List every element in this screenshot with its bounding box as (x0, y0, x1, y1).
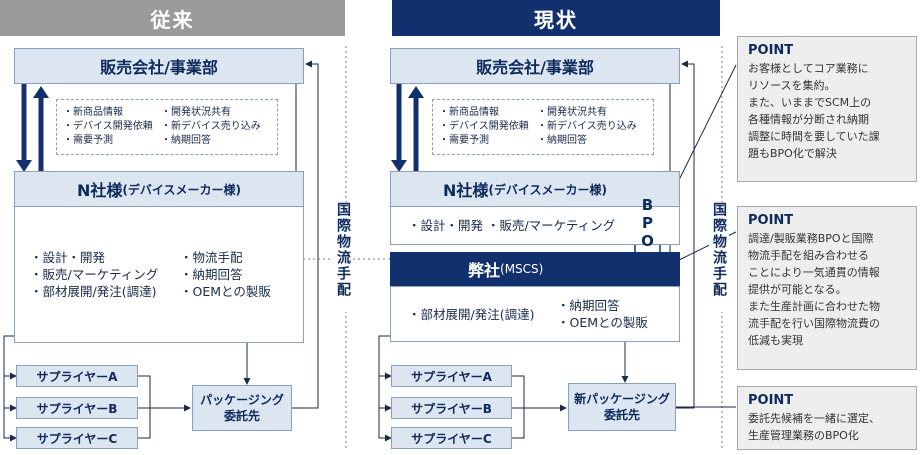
old-n-col2: ・物流手配 ・納期回答 ・OEMとの製販 (180, 250, 271, 299)
point-title-2: POINT (748, 213, 794, 228)
new-supplier-a: サプライヤーA (391, 365, 512, 387)
point-box-2: POINT 調達/製販業務BPOと国際 物流手配を組み合わせる ことにより一気通… (737, 206, 917, 370)
old-n-col1: ・設計・開発 ・販売/マーケティング ・部材展開/発注(調達) (30, 250, 159, 299)
point-box-3: POINT 委託先候補を一緒に選定、 生産管理業務のBPO化 (737, 386, 917, 450)
our-col1: ・部材展開/発注(調達) (408, 307, 535, 322)
old-n-company-title: N社様(デバイスメーカー様) (14, 171, 304, 207)
our-company-title: 弊社(MSCS) (390, 252, 680, 286)
new-info-col2: ・開発状況共有 ・新デバイス売り込み ・納期回答 (537, 107, 637, 146)
point-box-1: POINT お客様としてコア業務に リソースを集約。 また、いままでSCM上の … (737, 36, 917, 182)
our-company-box (390, 286, 680, 342)
new-n-company-title: N社様(デバイスメーカー様) (390, 171, 680, 207)
old-supplier-c: サプライヤーC (16, 427, 138, 449)
old-logistics-label: 国際物流手配 (333, 202, 353, 312)
point-body-3: 委託先候補を一緒に選定、 生産管理業務のBPO化 (748, 412, 880, 442)
our-col2: ・納期回答 ・OEMとの製販 (557, 298, 648, 330)
old-sales-company: 販売会社/事業部 (14, 48, 304, 84)
new-info-col1: ・新商品情報 ・デバイス開発依頼 ・需要予測 (439, 107, 529, 146)
old-supplier-a: サプライヤーA (16, 365, 138, 387)
point-body-2: 調達/製販業務BPOと国際 物流手配を組み合わせる ことにより一気通貫の情報 提… (748, 232, 880, 347)
new-n-line: ・設計・開発 ・販売/マーケティング (408, 218, 616, 233)
new-sales-company: 販売会社/事業部 (390, 48, 680, 84)
old-info-col1: ・新商品情報 ・デバイス開発依頼 ・需要予測 (63, 107, 153, 146)
old-info-box: ・新商品情報 ・デバイス開発依頼 ・需要予測 ・開発状況共有 ・新デバイス売り込… (56, 99, 278, 155)
new-info-box: ・新商品情報 ・デバイス開発依頼 ・需要予測 ・開発状況共有 ・新デバイス売り込… (432, 99, 654, 155)
old-header: 従来 (0, 0, 345, 36)
old-info-col2: ・開発状況共有 ・新デバイス売り込み ・納期回答 (161, 107, 261, 146)
old-down-arrowhead (16, 160, 32, 172)
point-title-1: POINT (748, 43, 794, 58)
new-supplier-b: サプライヤーB (391, 397, 512, 419)
new-logistics-label: 国際物流手配 (709, 202, 729, 312)
point-body-1: お客様としてコア業務に リソースを集約。 また、いままでSCM上の 各種情報が分… (748, 62, 880, 160)
old-pack-to-sales (290, 60, 319, 409)
old-supplier-b: サプライヤーB (16, 397, 138, 419)
bpo-label: B P O (641, 196, 654, 250)
old-packaging-box: パッケージング 委託先 (192, 385, 292, 431)
old-sup-bracket (3, 335, 18, 439)
new-header: 現状 (392, 0, 720, 36)
old-up-arrowhead (33, 86, 49, 98)
point-title-3: POINT (748, 393, 794, 408)
new-supplier-c: サプライヤーC (391, 427, 512, 449)
new-packaging-box: 新パッケージング 委託先 (568, 383, 676, 431)
